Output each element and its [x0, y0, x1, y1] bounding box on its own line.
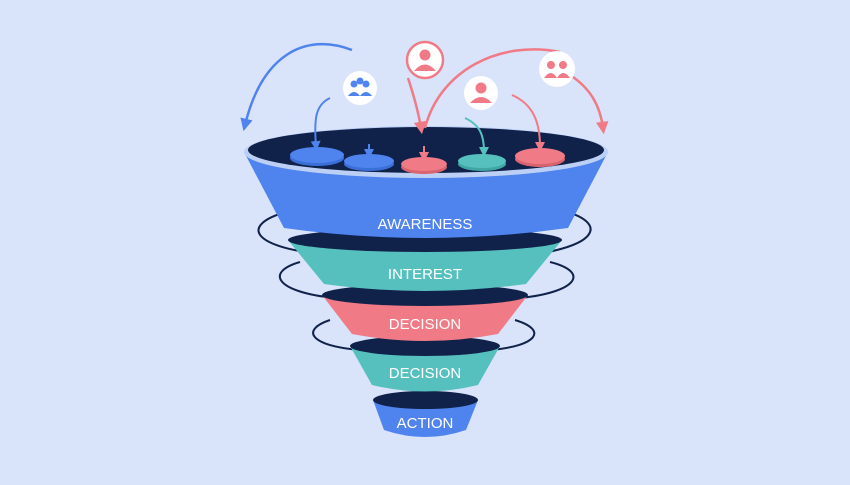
stage-label-decision-2: DECISION: [389, 365, 462, 382]
people-pair-icon: [544, 61, 570, 78]
disc-coral-2: [515, 148, 565, 167]
funnel-stage-decision-2: DECISION: [350, 336, 500, 392]
drop-arrow-coral-2: [511, 94, 545, 152]
arrow-coral-center: [406, 77, 427, 135]
user-icon: [414, 49, 436, 71]
icon-bubble-people: [343, 71, 377, 105]
icon-bubble-user-top: [405, 40, 445, 80]
rim-discs: [290, 147, 565, 174]
orbit-ring-2b: [519, 261, 575, 299]
drop-arrows: [310, 94, 545, 162]
funnel-stage-action: ACTION: [373, 391, 478, 437]
stage-label-decision-1: DECISION: [389, 316, 462, 333]
stage-label-awareness: AWARENESS: [378, 216, 473, 233]
disc-teal-1: [458, 154, 506, 171]
funnel-stage-decision-1: DECISION: [322, 284, 528, 341]
people-group-icon: [348, 77, 372, 96]
arrow-coral-top: [423, 48, 561, 129]
icon-bubble-user-right: [464, 76, 498, 110]
disc-blue-2: [344, 154, 394, 171]
orbit-ring-2: [278, 261, 336, 299]
funnel-stage-awareness: AWARENESS: [244, 126, 608, 238]
arrow-coral-right: [569, 73, 609, 135]
icon-bubble-people-right: [539, 51, 575, 87]
drop-arrow-blue-1: [310, 97, 331, 151]
avatar-icon: [470, 82, 492, 103]
drop-arrow-teal-1: [464, 117, 489, 157]
arrow-blue-left: [240, 42, 353, 132]
stage-label-action: ACTION: [397, 415, 454, 432]
disc-blue-1: [290, 147, 344, 166]
orbit-ring-3b: [489, 319, 536, 351]
disc-coral-1: [401, 157, 447, 174]
stage-label-interest: INTEREST: [388, 266, 462, 283]
orbit-ring-3: [312, 319, 361, 351]
flow-arrows: [240, 42, 609, 135]
